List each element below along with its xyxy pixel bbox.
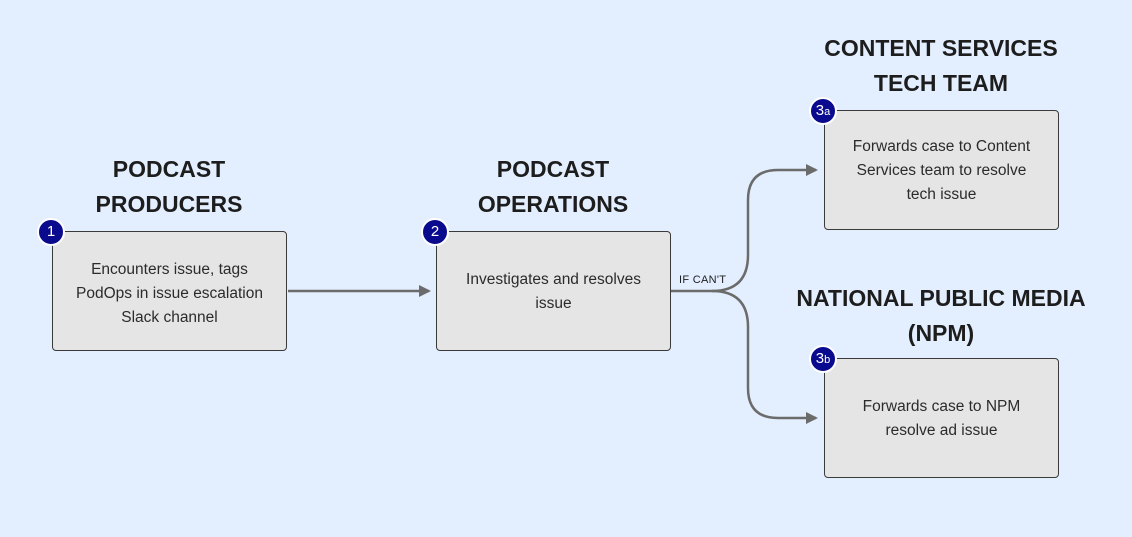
content-services-heading-line-1: CONTENT SERVICES: [824, 35, 1058, 61]
condition-label: IF CAN'T: [679, 274, 727, 286]
operations-heading: PODCAST OPERATIONS: [443, 152, 663, 222]
producers-step-badge: 1: [37, 218, 65, 246]
content-services-text-line-3: tech issue: [906, 186, 977, 203]
operations-heading-line-2: OPERATIONS: [477, 191, 629, 217]
operations-text-line-2: issue: [535, 295, 572, 312]
content-services-step-suffix: a: [824, 106, 831, 118]
content-services-step-number: 3: [815, 102, 825, 119]
content-services-text-line-1: Forwards case to Content: [852, 138, 1031, 155]
producers-heading-line-1: PODCAST: [112, 156, 226, 182]
operations-heading-line-1: PODCAST: [496, 156, 610, 182]
content-services-step-badge: 3a: [809, 97, 837, 125]
npm-heading: NATIONAL PUBLIC MEDIA (NPM): [781, 281, 1101, 351]
producers-heading-line-2: PRODUCERS: [95, 191, 243, 217]
npm-heading-line-1: NATIONAL PUBLIC MEDIA: [796, 285, 1086, 311]
operations-step-badge: 2: [421, 218, 449, 246]
producers-step-number: 1: [46, 223, 56, 240]
arrow-to-content-services: [711, 164, 818, 293]
npm-text-line-1: Forwards case to NPM: [862, 398, 1021, 415]
content-services-box: Forwards case to Content Services team t…: [824, 110, 1059, 230]
operations-box: Investigates and resolves issue: [436, 231, 671, 351]
arrow-to-npm: [711, 289, 818, 424]
content-services-heading: CONTENT SERVICES TECH TEAM: [796, 31, 1086, 101]
producers-text-line-1: Encounters issue, tags: [91, 261, 248, 278]
npm-step-badge: 3b: [809, 345, 837, 373]
content-services-text-line-2: Services team to resolve: [856, 162, 1027, 179]
producers-heading: PODCAST PRODUCERS: [69, 152, 269, 222]
producers-text-line-3: Slack channel: [121, 309, 218, 326]
producers-text-line-2: PodOps in issue escalation: [76, 285, 263, 302]
operations-step-number: 2: [430, 223, 440, 240]
content-services-heading-line-2: TECH TEAM: [873, 70, 1009, 96]
operations-text-line-1: Investigates and resolves: [466, 271, 641, 288]
npm-step-number: 3: [815, 350, 825, 367]
npm-step-suffix: b: [824, 354, 831, 366]
npm-text-line-2: resolve ad issue: [885, 422, 998, 439]
npm-box: Forwards case to NPM resolve ad issue: [824, 358, 1059, 478]
npm-heading-line-2: (NPM): [907, 320, 975, 346]
producers-box: Encounters issue, tags PodOps in issue e…: [52, 231, 287, 351]
